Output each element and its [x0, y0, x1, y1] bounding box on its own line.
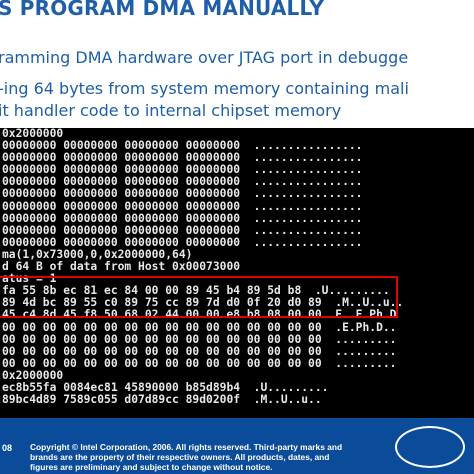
console-line: 89 4d bc 89 55 c0 89 75 cc 89 7d d0 0f 2…: [2, 296, 404, 310]
slide-number: 08: [2, 443, 13, 453]
console-line: 00000000 00000000 00000000 00000000 ....…: [2, 211, 363, 225]
console-line: 00 00 00 00 00 00 00 00 00 00 00 00 00 0…: [2, 356, 397, 370]
console-line: 00000000 00000000 00000000 00000000 ....…: [2, 175, 363, 189]
console-line: 00000000 00000000 00000000 00000000 ....…: [2, 199, 363, 213]
highlight-box: [0, 276, 398, 318]
bullet-line-1: ramming DMA hardware over JTAG port in d…: [0, 48, 409, 67]
slide-title: S PROGRAM DMA MANUALLY: [0, 0, 325, 20]
console-line: fa 55 8b ec 81 ec 84 00 00 89 45 b4 89 5…: [2, 284, 390, 298]
console-line: 00000000 00000000 00000000 00000000 ....…: [2, 151, 363, 165]
console-line: atus = 1: [2, 272, 57, 286]
console-line: 00 00 00 00 00 00 00 00 00 00 00 00 00 0…: [2, 320, 397, 334]
console-line: 0x2000000: [2, 368, 64, 382]
intel-logo-icon: [395, 426, 465, 468]
console-output: 0x2000000 00000000 00000000 00000000 000…: [0, 128, 474, 406]
console-line: 00000000 00000000 00000000 00000000 ....…: [2, 187, 363, 201]
bullet-line-3: it handler code to internal chipset memo…: [0, 101, 342, 120]
console-line: d 64 B of data from Host 0x00073000: [2, 260, 241, 274]
console-line: ma(1,0x73000,0,0x2000000,64): [2, 247, 193, 261]
console-line: 89bc4d89 7589c055 d07d89cc 89d0200f .M..…: [2, 393, 322, 407]
console-line: 00000000 00000000 00000000 00000000 ....…: [2, 163, 363, 177]
console-line: 00000000 00000000 00000000 00000000 ....…: [2, 223, 363, 237]
console-line: 0x2000000: [2, 128, 64, 140]
debugger-console: 0x2000000 00000000 00000000 00000000 000…: [0, 128, 474, 418]
footer-bar: 08 Copyright © Intel Corporation, 2006. …: [0, 418, 474, 474]
console-line: 00 00 00 00 00 00 00 00 00 00 00 00 00 0…: [2, 344, 397, 358]
console-line: ec8b55fa 0084ec81 45890000 b85d89b4 .U..…: [2, 380, 329, 394]
console-line: 00 00 00 00 00 00 00 00 00 00 00 00 00 0…: [2, 332, 397, 346]
console-line: 00000000 00000000 00000000 00000000 ....…: [2, 139, 363, 153]
console-line: 00000000 00000000 00000000 00000000 ....…: [2, 235, 363, 249]
bullet-line-2: -ing 64 bytes from system memory contain…: [0, 79, 409, 98]
copyright-notice: Copyright © Intel Corporation, 2006. All…: [30, 442, 343, 472]
